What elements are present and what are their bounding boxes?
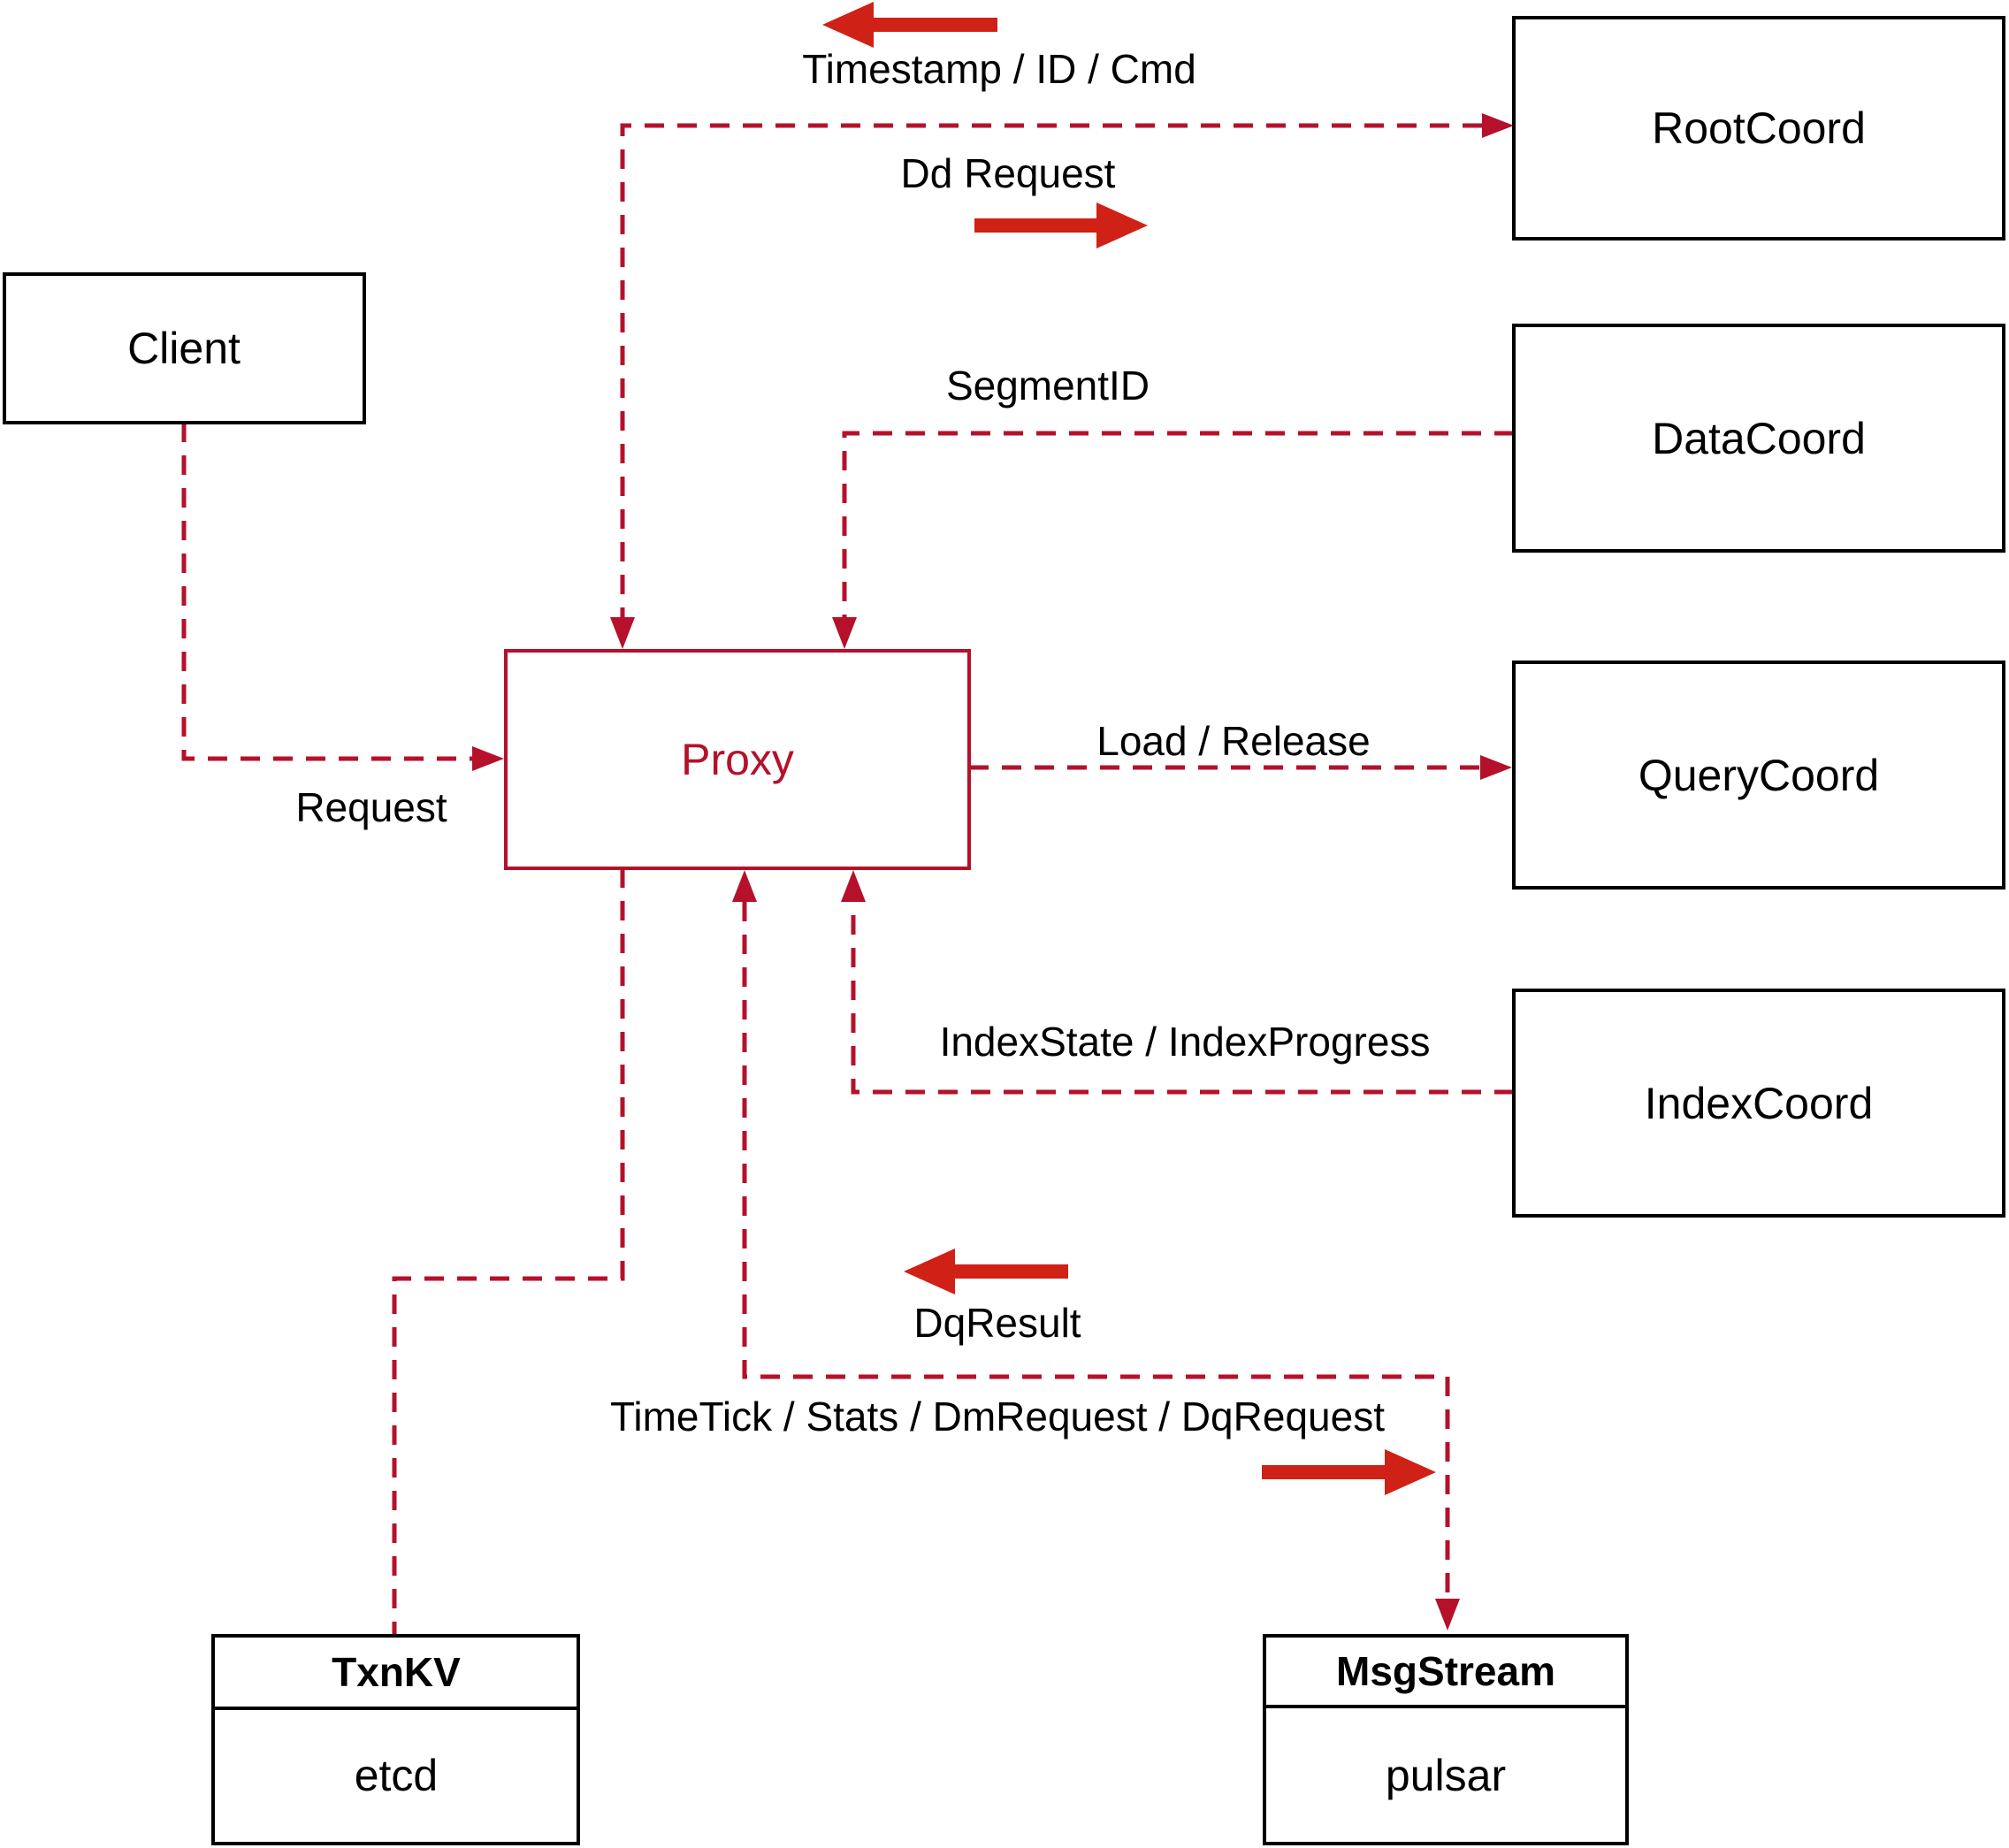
proxy-label: Proxy <box>681 735 794 784</box>
arrowhead-into-proxy-bottom-right <box>841 870 866 902</box>
node-rootcoord: RootCoord <box>1512 16 2005 241</box>
edge-proxy-to-txnkv <box>392 868 625 1634</box>
msgstream-box <box>1263 1634 1629 1845</box>
client-box <box>3 272 366 424</box>
txnkv-box <box>211 1634 580 1845</box>
node-proxy: Proxy <box>504 649 971 870</box>
proxy-box <box>504 649 971 870</box>
txnkv-title: TxnKV <box>332 1649 461 1695</box>
node-datacoord: DataCoord <box>1512 324 2005 553</box>
msgstream-subtitle: pulsar <box>1386 1751 1506 1800</box>
edge-label-timestamp-id-cmd: Timestamp / ID / Cmd <box>802 46 1196 92</box>
arrowhead-into-proxy-left <box>472 746 504 771</box>
msgstream-title: MsgStream <box>1336 1648 1555 1694</box>
edge-client-to-proxy <box>181 423 472 761</box>
arrowhead-into-proxy-top-left <box>610 617 635 649</box>
direction-arrow-right-dd-request <box>974 202 1148 248</box>
edge-label-load-release: Load / Release <box>1096 718 1370 764</box>
edge-label-segmentid: SegmentID <box>946 363 1150 409</box>
querycoord-box <box>1512 661 2005 890</box>
direction-arrow-left-timestamp <box>822 2 997 48</box>
querycoord-label: QueryCoord <box>1639 751 1879 800</box>
datacoord-label: DataCoord <box>1652 414 1866 463</box>
indexcoord-label: IndexCoord <box>1645 1079 1874 1128</box>
client-label: Client <box>127 324 241 373</box>
datacoord-box <box>1512 324 2005 553</box>
arrowhead-into-proxy-bottom-left <box>732 870 757 902</box>
node-msgstream: MsgStream pulsar <box>1263 1634 1629 1845</box>
rootcoord-label: RootCoord <box>1652 103 1866 153</box>
node-indexcoord: IndexCoord <box>1512 989 2005 1218</box>
rootcoord-box <box>1512 16 2005 241</box>
node-client: Client <box>3 272 366 424</box>
edge-label-dqresult: DqResult <box>913 1300 1081 1346</box>
arrowhead-into-msgstream <box>1435 1599 1460 1630</box>
edge-label-indexstate-indexprogress: IndexState / IndexProgress <box>940 1019 1431 1065</box>
edge-label-timetick-stats-dmrequest-dqrequest: TimeTick / Stats / DmRequest / DqRequest <box>610 1394 1385 1439</box>
edge-label-request: Request <box>295 784 447 830</box>
edge-proxy-msgstream <box>742 902 1450 1599</box>
node-querycoord: QueryCoord <box>1512 661 2005 890</box>
edge-datacoord-to-proxy <box>842 431 1514 617</box>
arrowhead-into-rootcoord <box>1482 113 1514 138</box>
txnkv-subtitle: etcd <box>355 1751 439 1800</box>
direction-arrow-left-dqresult <box>904 1249 1068 1294</box>
edge-label-dd-request: Dd Request <box>901 150 1116 196</box>
edge-proxy-rootcoord <box>620 123 1482 617</box>
edge-indexcoord-to-proxy <box>851 902 1514 1095</box>
arrowhead-into-querycoord <box>1480 755 1512 780</box>
arrowhead-into-proxy-top-right <box>832 617 857 649</box>
indexcoord-box <box>1512 989 2005 1218</box>
direction-arrow-right-timetick <box>1262 1449 1436 1495</box>
node-txnkv: TxnKV etcd <box>211 1634 580 1845</box>
